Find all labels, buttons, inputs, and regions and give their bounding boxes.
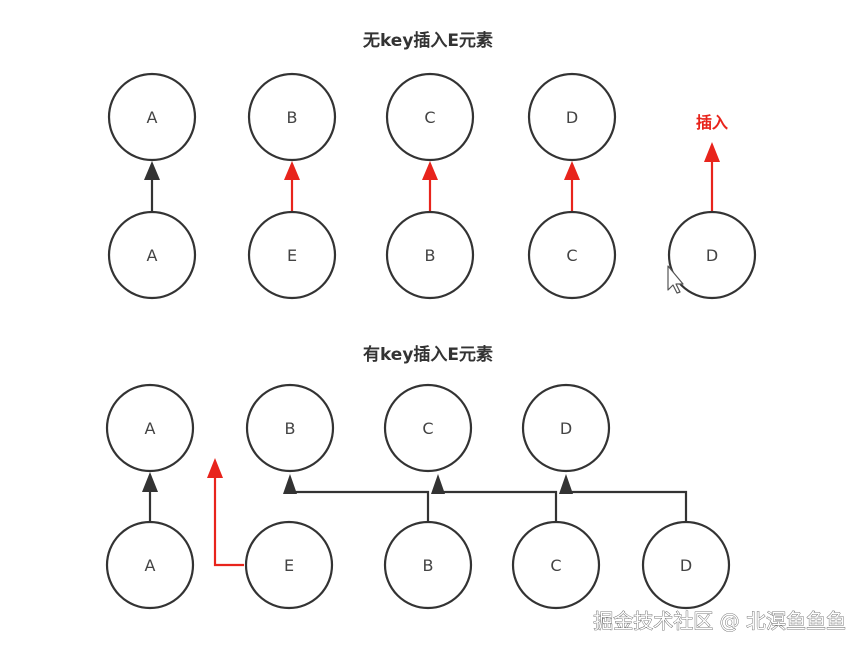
node-key-new-c: C	[511, 520, 601, 610]
node-key-old-b: B	[245, 383, 335, 473]
svg-text:A: A	[145, 419, 156, 438]
svg-text:C: C	[566, 246, 577, 265]
arrowhead-key-a-a	[142, 472, 158, 492]
edge-key-b-b	[288, 478, 430, 521]
node-old-b: B	[247, 72, 337, 162]
arrowhead-key-b-b	[283, 474, 297, 494]
svg-text:E: E	[284, 556, 294, 575]
edges-with-key	[142, 458, 688, 567]
svg-text:C: C	[550, 556, 561, 575]
node-new-b: B	[385, 210, 475, 300]
svg-text:A: A	[147, 108, 158, 127]
svg-text:D: D	[566, 108, 578, 127]
svg-text:B: B	[425, 246, 436, 265]
node-key-old-c: C	[383, 383, 473, 473]
node-key-new-a: A	[105, 520, 195, 610]
diagram-with-key: 有key插入E元素 A	[105, 344, 731, 610]
new-nodes-with-key: A E B C D	[105, 520, 731, 610]
svg-text:D: D	[706, 246, 718, 265]
svg-text:A: A	[147, 246, 158, 265]
edge-key-d-d	[564, 478, 688, 522]
node-key-new-e: E	[244, 520, 334, 610]
new-nodes-no-key: A E B C D	[107, 210, 757, 300]
node-new-d: D	[667, 210, 757, 300]
edge-key-c-c	[436, 478, 558, 522]
svg-text:D: D	[680, 556, 692, 575]
old-nodes-no-key: A B C D	[107, 72, 617, 162]
edges-no-key	[144, 142, 720, 211]
node-key-old-a: A	[105, 383, 195, 473]
diagram-title-no-key: 无key插入E元素	[362, 30, 493, 51]
svg-text:A: A	[145, 556, 156, 575]
svg-text:C: C	[422, 419, 433, 438]
arrowhead-b-c	[422, 161, 438, 180]
svg-text:C: C	[424, 108, 435, 127]
node-key-old-d: D	[521, 383, 611, 473]
svg-text:B: B	[285, 419, 296, 438]
arrowhead-c-d	[564, 161, 580, 180]
node-old-d: D	[527, 72, 617, 162]
node-new-e: E	[247, 210, 337, 300]
node-new-a: A	[107, 210, 197, 300]
arrowhead-a-a	[144, 161, 160, 180]
svg-text:B: B	[287, 108, 298, 127]
arrowhead-key-d-d	[559, 474, 573, 494]
node-old-a: A	[107, 72, 197, 162]
edge-key-e-insert	[213, 476, 244, 567]
mouse-pointer-icon	[667, 265, 684, 294]
node-new-c: C	[527, 210, 617, 300]
arrowhead-key-e-insert	[207, 458, 223, 478]
svg-text:B: B	[423, 556, 434, 575]
arrowhead-d-insert	[704, 142, 720, 162]
node-old-c: C	[385, 72, 475, 162]
svg-text:D: D	[560, 419, 572, 438]
node-key-new-b: B	[383, 520, 473, 610]
diagram-no-key: 无key插入E元素 插入 A B	[107, 30, 757, 300]
old-nodes-with-key: A B C D	[105, 383, 611, 473]
svg-text:E: E	[287, 246, 297, 265]
watermark-text: 掘金技术社区 @ 北溟鱼鱼鱼	[593, 609, 846, 633]
arrowhead-key-c-c	[431, 474, 445, 494]
insert-label: 插入	[696, 113, 728, 132]
arrowhead-e-b	[284, 161, 300, 180]
diagram-title-with-key: 有key插入E元素	[363, 344, 493, 365]
node-key-new-d: D	[641, 520, 731, 610]
